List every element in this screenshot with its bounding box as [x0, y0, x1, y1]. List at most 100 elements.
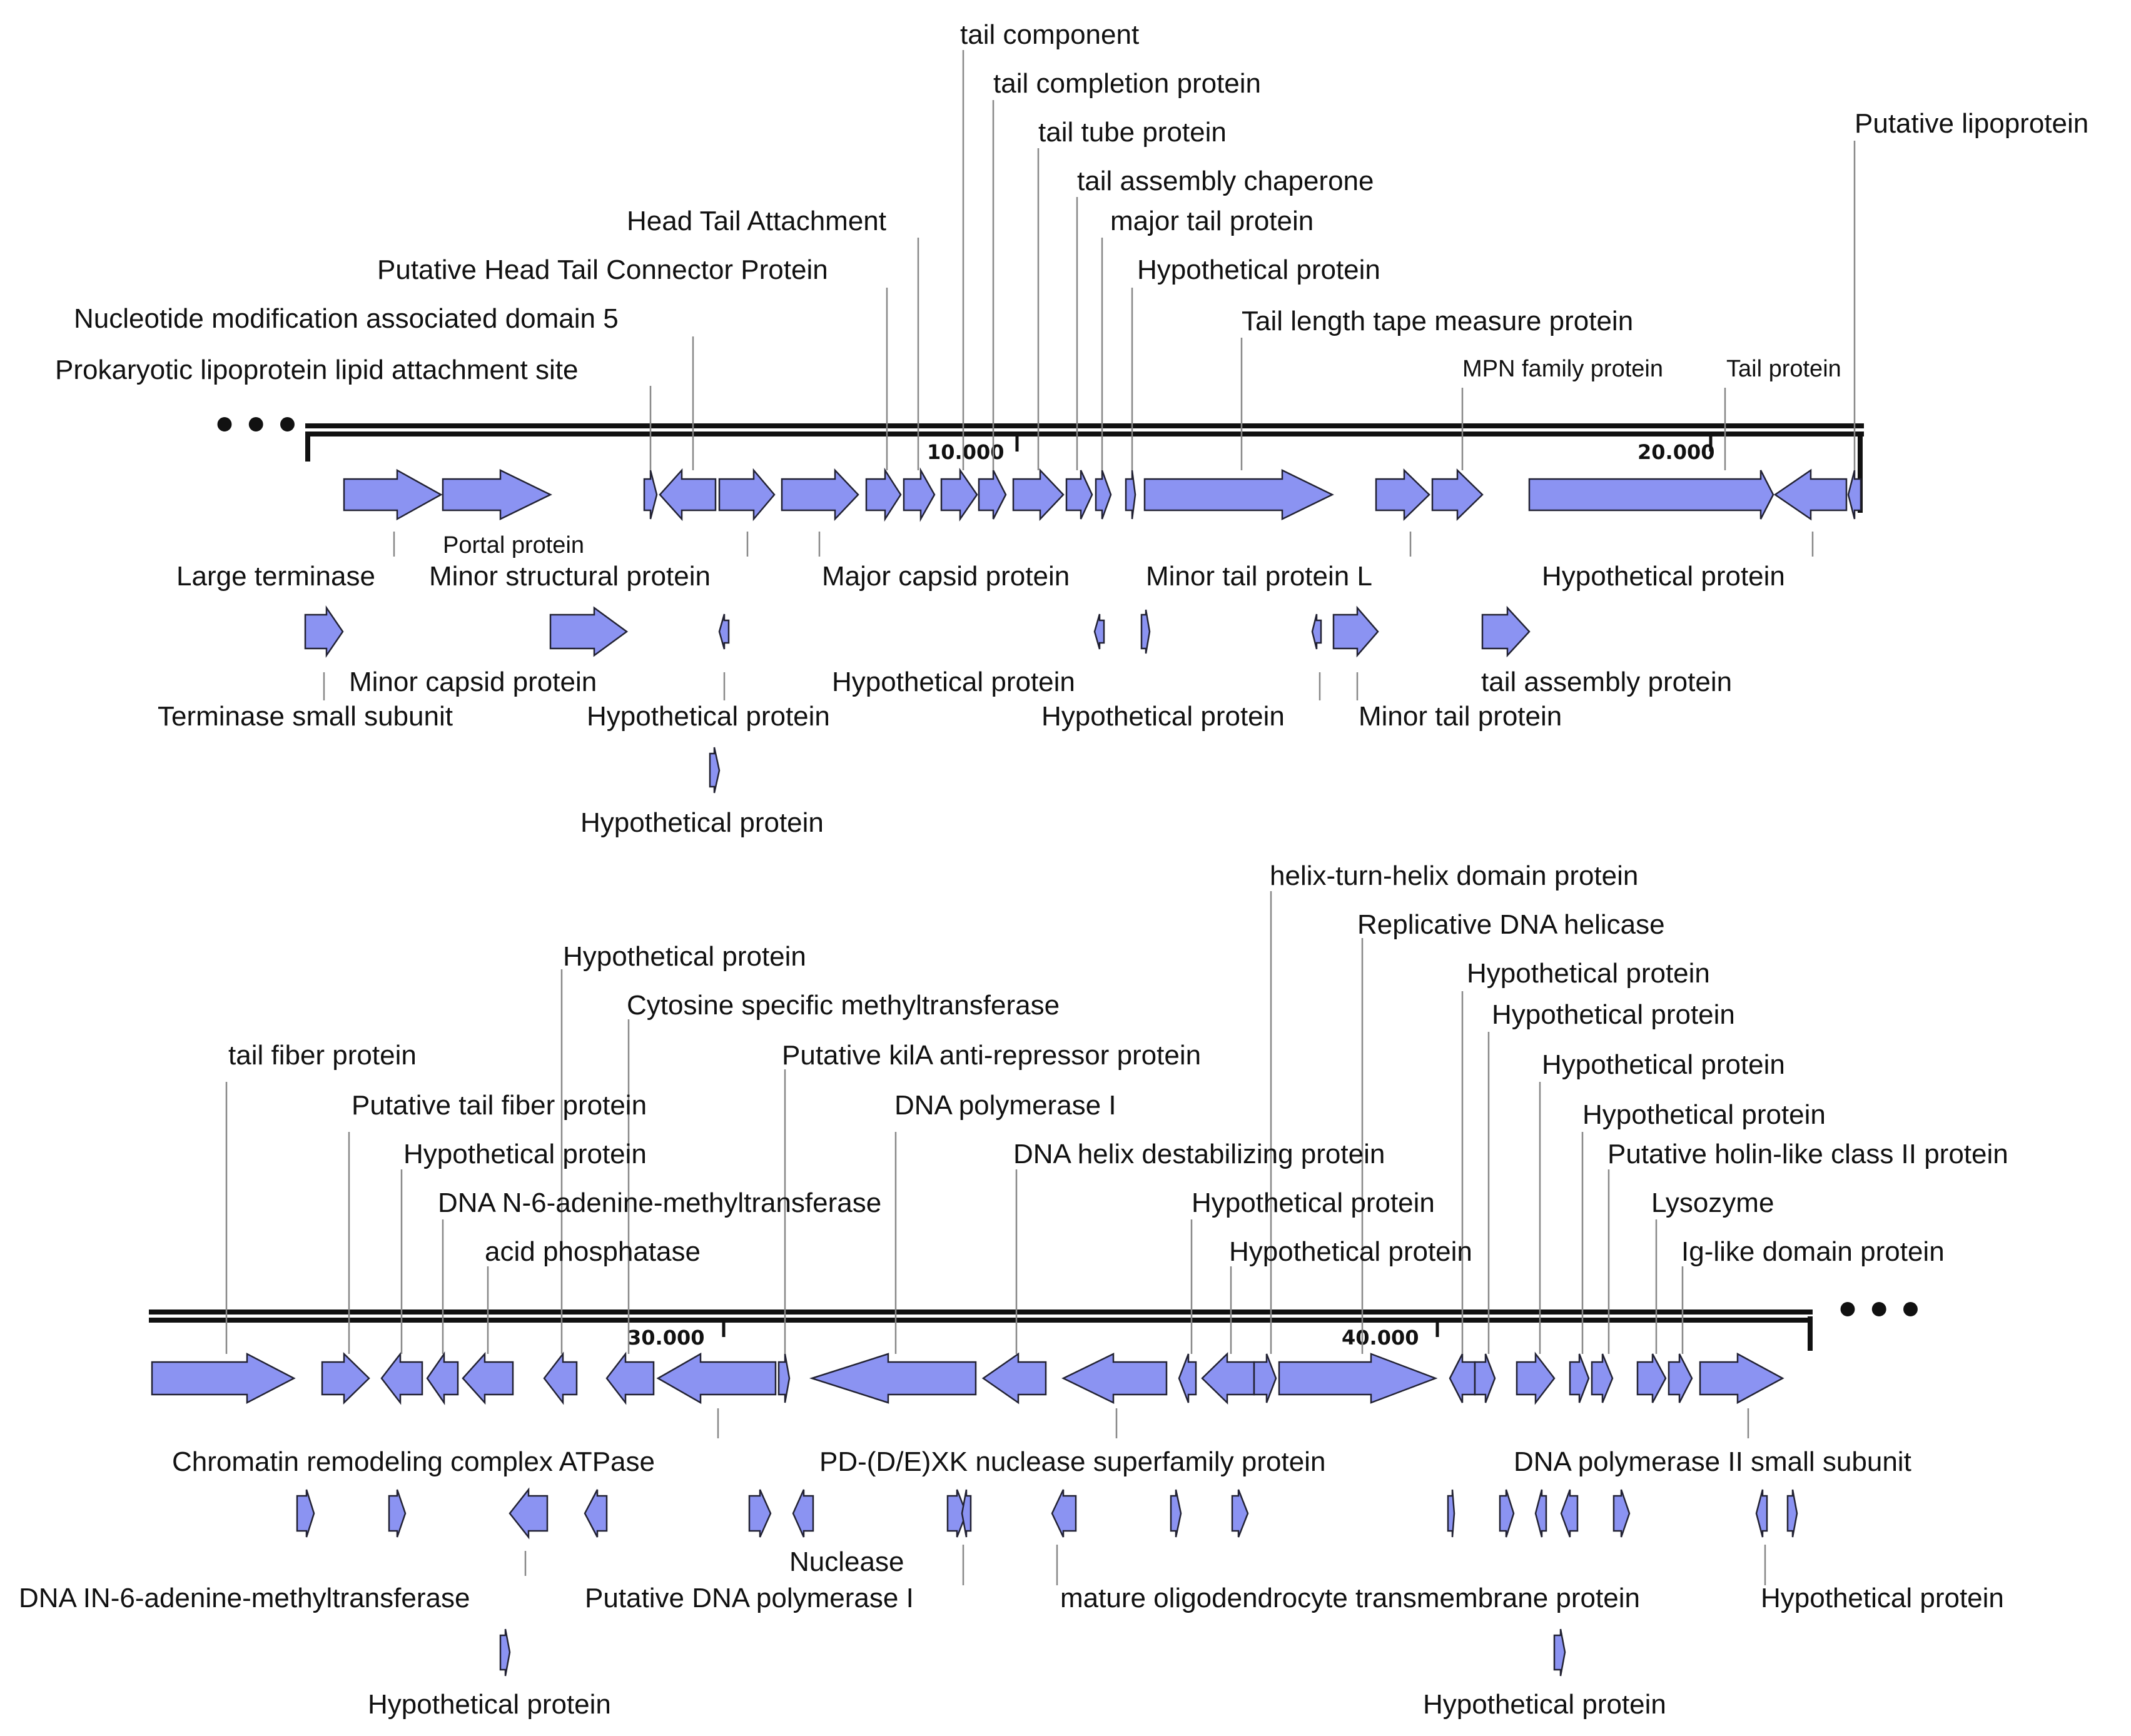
label-prokaryotic-lipoprotein: Prokaryotic lipoprotein lipid attachment…	[55, 355, 578, 385]
label-dna-helix-destabilizing: DNA helix destabilizing protein	[1013, 1139, 1385, 1169]
gene-hypothetical-protein-t2x	[1553, 1628, 1566, 1677]
labels-track-2: helix-turn-helix domain protein Replicat…	[19, 860, 2008, 1720]
gene-putative-lipoprotein	[1847, 470, 1862, 520]
gene-hypothetical-protein-t1a	[1125, 470, 1136, 520]
gene-hypothetical-protein-t1e	[1140, 609, 1151, 654]
label-dna-in6-methyltransferase: DNA IN-6-adenine-methyltransferase	[19, 1583, 470, 1613]
tick-label-40000: 40.000	[1342, 1326, 1419, 1350]
label-hypothetical-protein-t1d: Hypothetical protein	[832, 667, 1075, 697]
gene-nuclease	[748, 1489, 772, 1538]
label-pd-dexk-nuclease: PD-(D/E)XK nuclease superfamily protein	[819, 1446, 1325, 1477]
label-hypothetical-protein-t1g: Hypothetical protein	[580, 807, 824, 838]
gene-hypothetical-protein-t2j	[584, 1489, 608, 1538]
label-dna-n6-methyltransferase: DNA N-6-adenine-methyltransferase	[438, 1188, 881, 1218]
label-major-capsid-protein: Major capsid protein	[822, 561, 1070, 592]
label-nucleotide-modification: Nucleotide modification associated domai…	[74, 303, 619, 334]
gene-nucleotide-modification	[659, 468, 717, 522]
gene-minor-structural-protein	[718, 468, 776, 522]
label-hypothetical-protein-t2h: Hypothetical protein	[1582, 1099, 1826, 1130]
label-hypothetical-protein-t1c: Hypothetical protein	[587, 701, 830, 732]
leader-lines-track-1	[323, 50, 1856, 700]
label-lysozyme: Lysozyme	[1651, 1188, 1774, 1218]
label-hypothetical-protein-t2g: Hypothetical protein	[1542, 1049, 1785, 1080]
gene-hypothetical-protein-t1c	[718, 613, 730, 650]
label-nuclease: Nuclease	[789, 1547, 904, 1577]
gene-portal-protein	[442, 469, 552, 520]
gene-prokaryotic-lipoprotein	[643, 470, 658, 520]
gene-hypothetical-protein-t2b	[543, 1351, 578, 1405]
gene-hypothetical-protein-t2i	[388, 1489, 407, 1538]
genome-axis-track-1: • • • 10.000 20.000	[216, 396, 1864, 513]
gene-mpn-family-protein	[1431, 468, 1484, 521]
label-putative-holin: Putative holin-like class II protein	[1607, 1139, 2008, 1169]
label-portal-protein: Portal protein	[443, 532, 584, 558]
gene-hypothetical-protein-t1b	[1528, 470, 1774, 520]
label-hypothetical-protein-t1f: Hypothetical protein	[1041, 701, 1285, 732]
label-large-terminase: Large terminase	[176, 561, 375, 592]
gene-cytosine-methyltransferase	[605, 1351, 655, 1405]
label-head-tail-attachment: Head Tail Attachment	[627, 206, 886, 236]
label-helix-turn-helix: helix-turn-helix domain protein	[1270, 860, 1638, 891]
label-mature-oligodendrocyte: mature oligodendrocyte transmembrane pro…	[1060, 1583, 1640, 1613]
gene-tail-completion-protein	[978, 470, 1007, 520]
gene-hypothetical-protein-t2q	[1499, 1489, 1515, 1538]
label-putative-lipoprotein: Putative lipoprotein	[1855, 108, 2088, 139]
gene-tail-length-tape-measure	[1143, 469, 1334, 520]
gene-hypothetical-protein-t2a	[380, 1351, 423, 1405]
label-tail-assembly-protein: tail assembly protein	[1481, 667, 1732, 697]
gene-hypothetical-protein-t2l	[946, 1489, 968, 1538]
label-major-tail-protein: major tail protein	[1110, 206, 1314, 236]
gene-dna-helix-destabilizing	[981, 1352, 1047, 1405]
label-hypothetical-protein-t2x: Hypothetical protein	[1423, 1689, 1666, 1720]
gene-dna-n6-methyltransferase	[426, 1351, 459, 1406]
gene-hypothetical-protein-t2c	[1178, 1353, 1197, 1403]
label-hypothetical-protein-t2b: Hypothetical protein	[563, 941, 806, 972]
label-hypothetical-protein-t1b: Hypothetical protein	[1542, 561, 1785, 592]
gene-putative-head-tail-connector	[865, 467, 902, 522]
label-minor-capsid-protein: Minor capsid protein	[349, 667, 597, 697]
label-cytosine-methyltransferase: Cytosine specific methyltransferase	[627, 990, 1060, 1021]
label-chromatin-remodeling: Chromatin remodeling complex ATPase	[172, 1446, 655, 1477]
gene-hypothetical-protein-t2h	[1569, 1353, 1590, 1403]
gene-mature-oligodendrocyte	[1051, 1489, 1077, 1538]
label-tail-completion-protein: tail completion protein	[993, 68, 1261, 99]
label-hypothetical-protein-t1a: Hypothetical protein	[1137, 255, 1380, 285]
gene-track-1	[304, 467, 1862, 794]
label-tail-assembly-chaperone: tail assembly chaperone	[1077, 166, 1374, 196]
gene-hypothetical-protein-t2v	[1786, 1489, 1798, 1538]
label-hypothetical-protein-t2u: Hypothetical protein	[1761, 1583, 2004, 1613]
label-putative-kila: Putative kilA anti-repressor protein	[782, 1040, 1201, 1071]
label-tail-protein: Tail protein	[1726, 356, 1841, 382]
tick-label-20000: 20.000	[1637, 440, 1714, 464]
gene-tail-protein	[1773, 468, 1848, 521]
label-hypothetical-protein-t2f: Hypothetical protein	[1492, 999, 1735, 1030]
gene-tail-component	[940, 467, 978, 522]
ellipsis-right: • • •	[1839, 1281, 1919, 1336]
label-tail-length-tape-measure: Tail length tape measure protein	[1242, 306, 1633, 336]
label-tail-tube-protein: tail tube protein	[1038, 117, 1227, 148]
gene-putative-kila	[777, 1353, 791, 1403]
gene-dna-polymerase-i	[809, 1353, 977, 1404]
label-minor-structural-protein: Minor structural protein	[429, 561, 711, 592]
gene-tail-tube-protein	[1012, 468, 1065, 522]
label-ig-like-domain: Ig-like domain protein	[1681, 1236, 1945, 1267]
gene-major-tail-protein	[1095, 470, 1112, 520]
label-hypothetical-protein-t2w: Hypothetical protein	[368, 1689, 611, 1720]
gene-helix-turn-helix	[1253, 1353, 1277, 1403]
gene-hypothetical-protein-t1g	[709, 747, 721, 794]
gene-hypothetical-protein-t2k	[792, 1489, 814, 1538]
gene-pd-dexk-nuclease	[1061, 1353, 1168, 1404]
label-hypothetical-protein-t2e: Hypothetical protein	[1467, 958, 1710, 989]
label-tail-component: tail component	[960, 19, 1139, 50]
gene-hypothetical-protein-t2f	[1474, 1353, 1496, 1403]
gene-lysozyme	[1636, 1353, 1667, 1403]
label-hypothetical-protein-t2d: Hypothetical protein	[1229, 1236, 1472, 1267]
label-replicative-dna-helicase: Replicative DNA helicase	[1357, 909, 1665, 940]
labels-track-1: tail component tail completion protein t…	[55, 19, 2088, 838]
gene-minor-tail-protein-l	[1375, 468, 1430, 521]
label-hypothetical-protein-t2a: Hypothetical protein	[403, 1139, 647, 1169]
gene-large-terminase	[343, 468, 443, 521]
gene-hypothetical-protein-t1f	[1311, 613, 1322, 650]
gene-minor-tail-protein	[1332, 605, 1379, 658]
